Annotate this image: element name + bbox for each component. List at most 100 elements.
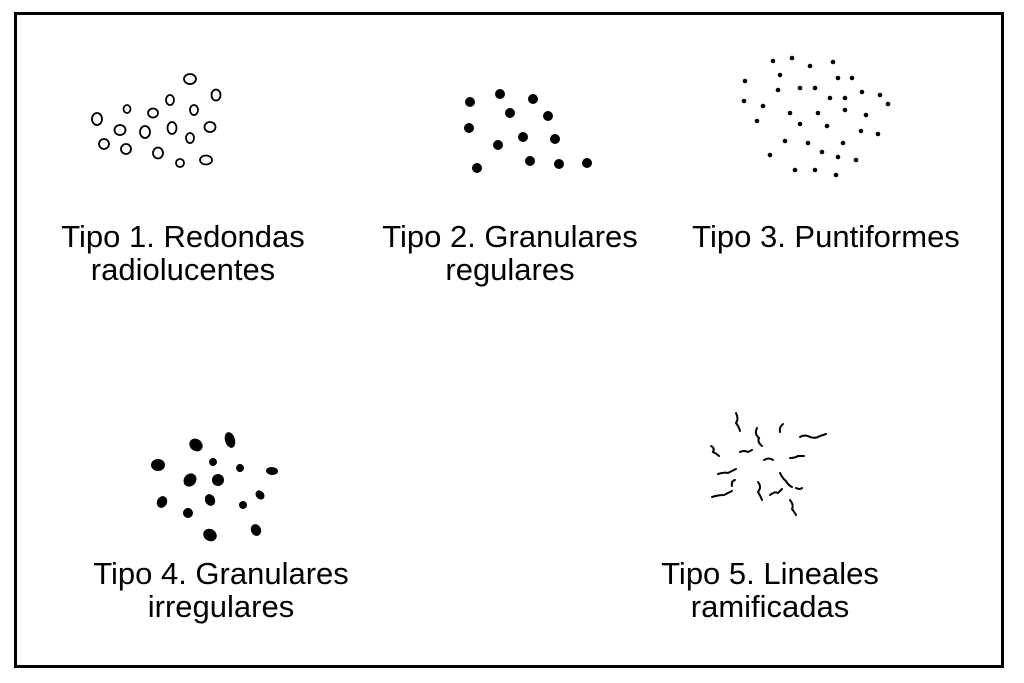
fine-point bbox=[812, 167, 818, 173]
label-tipo-2: Tipo 2. Granulares regulares bbox=[382, 220, 638, 286]
label-tipo-1-line2: radiolucentes bbox=[90, 252, 276, 287]
open-circle bbox=[98, 138, 110, 150]
fine-point bbox=[842, 107, 848, 113]
open-circle bbox=[189, 104, 199, 116]
open-circle bbox=[185, 132, 195, 144]
irregular-blob bbox=[255, 490, 265, 500]
fine-point bbox=[830, 59, 836, 65]
fine-point bbox=[815, 110, 821, 116]
open-circle bbox=[210, 88, 222, 102]
fine-point bbox=[827, 95, 833, 101]
fine-point bbox=[877, 92, 883, 98]
branching-line bbox=[711, 490, 733, 498]
fine-point bbox=[787, 110, 793, 116]
label-tipo-4: Tipo 4. Granulares irregulares bbox=[93, 557, 349, 623]
open-circle bbox=[139, 125, 151, 139]
fine-point bbox=[812, 85, 818, 91]
fine-point bbox=[777, 72, 783, 78]
branching-line bbox=[778, 423, 784, 433]
branching-line bbox=[789, 455, 805, 459]
filled-dot bbox=[493, 140, 503, 150]
label-tipo-5: Tipo 5. Lineales ramificadas bbox=[661, 557, 879, 623]
irregular-blob bbox=[236, 464, 244, 472]
irregular-blob bbox=[224, 432, 236, 448]
branching-line bbox=[769, 488, 783, 496]
fine-point bbox=[824, 123, 830, 129]
branching-line bbox=[739, 449, 753, 454]
filled-dot bbox=[472, 163, 482, 173]
tipo-3-fine-points bbox=[741, 55, 891, 178]
label-tipo-2-line2: regulares bbox=[445, 252, 575, 287]
fine-point bbox=[853, 157, 859, 163]
fine-point bbox=[833, 172, 839, 178]
irregular-blob bbox=[203, 528, 217, 542]
irregular-blob bbox=[239, 501, 247, 509]
branching-line bbox=[710, 445, 720, 457]
open-circle bbox=[183, 73, 197, 85]
open-circle bbox=[203, 121, 217, 133]
irregular-blob bbox=[266, 466, 278, 476]
branching-line bbox=[734, 412, 741, 432]
open-circle bbox=[152, 146, 164, 160]
tipo-1-open-circles bbox=[91, 73, 222, 168]
open-circle bbox=[199, 154, 213, 166]
fine-point bbox=[754, 118, 760, 124]
label-tipo-3-line1: Tipo 3. Puntiformes bbox=[692, 219, 960, 254]
fine-point bbox=[805, 140, 811, 146]
fine-point bbox=[760, 103, 766, 109]
fine-point bbox=[789, 55, 795, 61]
irregular-blob bbox=[183, 473, 197, 487]
branching-line bbox=[789, 499, 797, 516]
open-circle bbox=[166, 121, 178, 135]
irregular-blob bbox=[250, 524, 262, 536]
fine-point bbox=[842, 95, 848, 101]
fine-point bbox=[782, 138, 788, 144]
fine-point bbox=[859, 89, 865, 95]
fine-point bbox=[835, 75, 841, 81]
open-circle bbox=[113, 124, 127, 136]
fine-point bbox=[858, 128, 864, 134]
fine-point bbox=[840, 140, 846, 146]
fine-point bbox=[835, 154, 841, 160]
filled-dot bbox=[518, 132, 528, 142]
branching-line bbox=[754, 427, 763, 447]
irregular-blob bbox=[204, 494, 216, 506]
label-tipo-5-line2: ramificadas bbox=[690, 589, 850, 624]
open-circle bbox=[175, 158, 185, 168]
fine-point bbox=[863, 112, 869, 118]
filled-dot bbox=[550, 134, 560, 144]
label-tipo-4-line1: Tipo 4. Granulares bbox=[93, 556, 349, 591]
label-tipo-1-line1: Tipo 1. Redondas bbox=[61, 219, 305, 254]
label-tipo-3: Tipo 3. Puntiformes bbox=[692, 220, 960, 253]
tipo-2-filled-dots bbox=[464, 89, 592, 173]
open-circle bbox=[122, 104, 132, 114]
filled-dot bbox=[505, 108, 515, 118]
irregular-blob bbox=[209, 458, 217, 466]
filled-dot bbox=[495, 89, 505, 99]
fine-point bbox=[797, 85, 803, 91]
filled-dot bbox=[465, 97, 475, 107]
irregular-blob bbox=[156, 496, 168, 508]
fine-point bbox=[885, 101, 891, 107]
fine-point bbox=[741, 98, 747, 104]
fine-point bbox=[767, 152, 773, 158]
fine-point bbox=[875, 131, 881, 137]
fine-point bbox=[770, 58, 776, 64]
branching-line bbox=[795, 487, 803, 490]
filled-dot bbox=[554, 159, 564, 169]
fine-point bbox=[849, 75, 855, 81]
filled-dot bbox=[464, 123, 474, 133]
fine-point bbox=[775, 87, 781, 93]
tipo-5-branching-lines bbox=[710, 412, 827, 516]
irregular-blob bbox=[189, 438, 203, 452]
fine-point bbox=[742, 78, 748, 84]
label-tipo-1: Tipo 1. Redondas radiolucentes bbox=[61, 220, 305, 286]
open-circle bbox=[165, 94, 175, 106]
open-circle bbox=[147, 107, 159, 119]
fine-point bbox=[807, 63, 813, 69]
tipo-4-irregular-blobs bbox=[151, 432, 278, 542]
fine-point bbox=[819, 149, 825, 155]
branching-line bbox=[756, 481, 763, 501]
diagram-border bbox=[14, 12, 1004, 668]
